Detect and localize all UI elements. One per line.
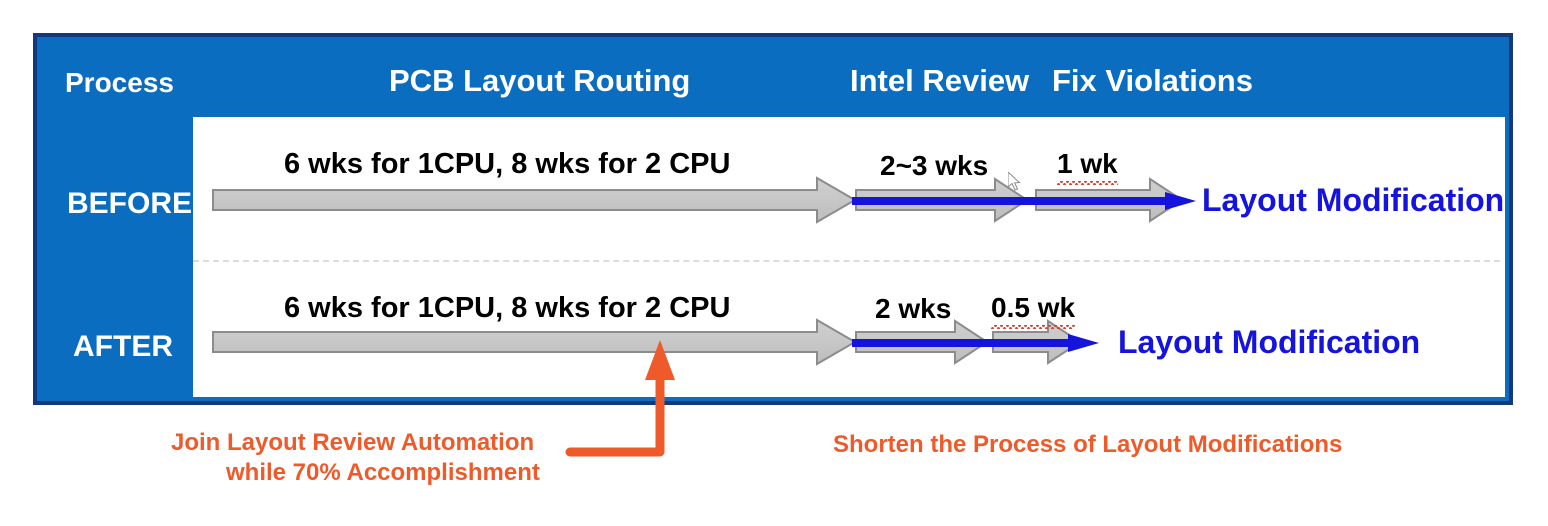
mouse-cursor-icon [1008,172,1021,191]
process-sidebar-column [37,37,193,401]
after-result-label: Layout Modification [1118,324,1421,360]
annotation-automation-line2: while 70% Accomplishment [226,459,540,486]
stage-header-intel-review: Intel Review [850,63,1030,98]
row-divider [193,260,1500,262]
after-duration-fix-violations: 0.5 wk [991,292,1076,329]
after-duration-intel-review: 2 wks [875,293,952,324]
spellcheck-underline-after-fix: 0.5 wk [991,292,1076,329]
spellcheck-underline-before-fix: 1 wk [1057,148,1118,185]
before-result-label: Layout Modification [1202,182,1505,218]
sidebar-header-process: Process [65,67,174,98]
stage-header-pcb-layout-routing: PCB Layout Routing [389,63,691,98]
before-duration-fix-violations: 1 wk [1057,148,1118,185]
annotation-shorten-process: Shorten the Process of Layout Modificati… [833,431,1343,458]
annotation-automation-line1: Join Layout Review Automation [171,429,535,456]
before-duration-pcb-layout-routing: 6 wks for 1CPU, 8 wks for 2 CPU [284,148,731,180]
stage-header-fix-violations: Fix Violations [1052,63,1253,98]
after-duration-pcb-layout-routing: 6 wks for 1CPU, 8 wks for 2 CPU [284,292,731,324]
row-label-before: BEFORE [67,187,193,220]
before-duration-intel-review: 2~3 wks [880,150,989,181]
row-label-after: AFTER [73,330,173,363]
